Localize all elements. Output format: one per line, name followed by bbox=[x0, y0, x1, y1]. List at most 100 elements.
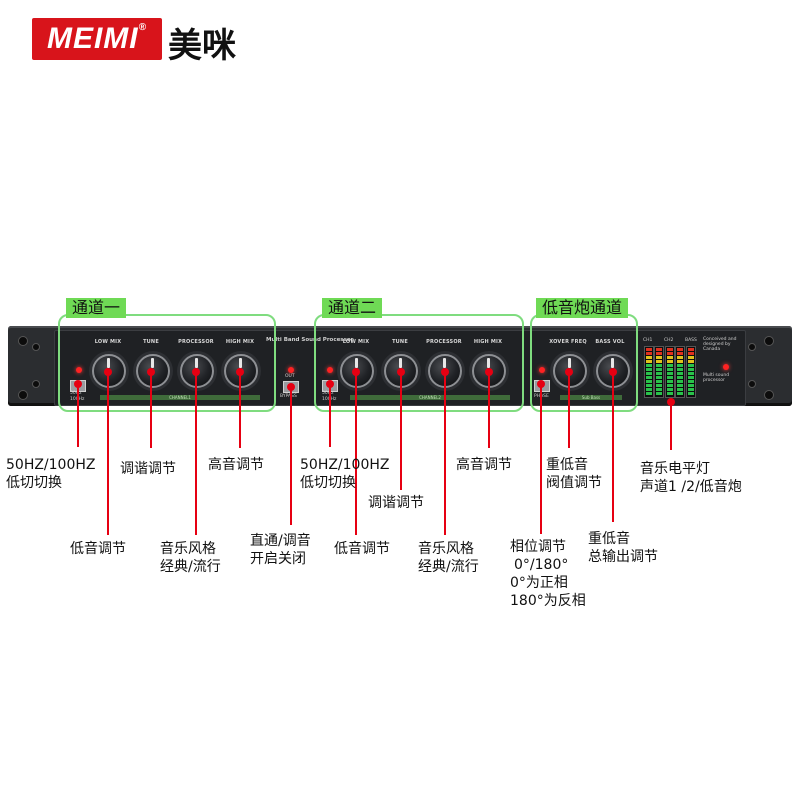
meter-segment bbox=[688, 392, 694, 395]
meter-segment bbox=[688, 368, 694, 371]
meter-segment bbox=[656, 372, 662, 375]
section-channel2-tag: 通道二 bbox=[322, 298, 383, 318]
callout-dot bbox=[667, 398, 675, 406]
meter-segment bbox=[667, 348, 673, 351]
side-label: Multi sound processor bbox=[703, 373, 730, 383]
callout-dot bbox=[565, 368, 573, 376]
callout-line bbox=[400, 370, 402, 490]
rack-screw-hole bbox=[764, 390, 774, 400]
meter-segment bbox=[646, 352, 652, 355]
power-led bbox=[723, 364, 729, 370]
meter-segment bbox=[677, 380, 683, 383]
section-channel1-tag: 通道一 bbox=[66, 298, 127, 318]
meter-segment bbox=[688, 372, 694, 375]
meter-segment bbox=[646, 388, 652, 391]
meter-segment bbox=[646, 392, 652, 395]
callout-tune-1: 调谐调节 bbox=[120, 461, 176, 477]
knob-label: LOW MIX bbox=[94, 339, 122, 345]
callout-dot bbox=[537, 380, 545, 388]
channel2-low-mix-knob[interactable] bbox=[340, 354, 374, 388]
callout-dot bbox=[485, 368, 493, 376]
channel1-strip: CHANNEL1 bbox=[100, 395, 260, 400]
callout-dot bbox=[104, 368, 112, 376]
meter-segment bbox=[656, 364, 662, 367]
meter-segment bbox=[688, 348, 694, 351]
callout-dot bbox=[236, 368, 244, 376]
meter-segment bbox=[646, 372, 652, 375]
bypass-label: BYPASS bbox=[280, 394, 297, 399]
meter-segment bbox=[688, 380, 694, 383]
conceived-text: Conceived and designed by Canada bbox=[703, 337, 737, 352]
knob-label: XOVER FREQ bbox=[549, 339, 587, 345]
callout-dot bbox=[326, 380, 334, 388]
callout-dot bbox=[192, 368, 200, 376]
meter-segment bbox=[677, 352, 683, 355]
knob-label: HIGH MIX bbox=[473, 339, 503, 345]
meter-segment bbox=[677, 368, 683, 371]
channel1-switch-label-50: 50Hz bbox=[70, 391, 82, 396]
knob-label: PROCESSOR bbox=[426, 339, 462, 345]
meter-label-ch2: CH2 bbox=[664, 338, 674, 343]
callout-tune-2: 调谐调节 bbox=[368, 495, 424, 511]
knob-label: PROCESSOR bbox=[178, 339, 214, 345]
meter-segment bbox=[656, 388, 662, 391]
meter-segment bbox=[667, 364, 673, 367]
meter-segment bbox=[667, 392, 673, 395]
callout-line bbox=[107, 370, 109, 535]
channel2-strip: CHANNEL2 bbox=[350, 395, 510, 400]
callout-dot bbox=[441, 368, 449, 376]
callout-dot bbox=[287, 383, 295, 391]
callout-low-mix-1: 低音调节 bbox=[70, 541, 126, 557]
meter-segment bbox=[677, 372, 683, 375]
meter-segment bbox=[656, 376, 662, 379]
meter-segment bbox=[677, 348, 683, 351]
meter-segment bbox=[656, 356, 662, 359]
bypass-out-label: OUT bbox=[285, 374, 295, 379]
callout-line bbox=[488, 370, 490, 448]
knob-label: LOW MIX bbox=[342, 339, 370, 345]
meter-segment bbox=[656, 384, 662, 387]
meter-segment bbox=[667, 356, 673, 359]
meter-segment bbox=[677, 388, 683, 391]
meter-segment bbox=[646, 356, 652, 359]
rack-screw-hole bbox=[764, 336, 774, 346]
callout-line bbox=[568, 370, 570, 448]
level-meter-bass bbox=[686, 346, 696, 398]
meter-segment bbox=[677, 392, 683, 395]
callout-line bbox=[612, 370, 614, 522]
knob-label: TUNE bbox=[392, 339, 408, 345]
meter-segment bbox=[688, 360, 694, 363]
rack-screw bbox=[748, 380, 756, 388]
callout-line bbox=[670, 400, 672, 450]
callout-line bbox=[195, 370, 197, 535]
meter-segment bbox=[677, 360, 683, 363]
meter-segment bbox=[646, 360, 652, 363]
meter-segment bbox=[656, 352, 662, 355]
channel2-led bbox=[327, 367, 333, 373]
meter-segment bbox=[688, 356, 694, 359]
rack-screw bbox=[32, 343, 40, 351]
level-meter-ch1 bbox=[644, 346, 654, 398]
section-bass-outline bbox=[530, 314, 638, 412]
meter-label-bass: BASS bbox=[685, 338, 697, 343]
meter-segment bbox=[667, 360, 673, 363]
meter-segment bbox=[688, 384, 694, 387]
bass-led bbox=[539, 367, 545, 373]
callout-line bbox=[355, 370, 357, 535]
meter-segment bbox=[667, 380, 673, 383]
meter-segment bbox=[646, 376, 652, 379]
callout-high-mix-1: 高音调节 bbox=[208, 457, 264, 473]
channel2-switch-label-50: 50Hz bbox=[322, 391, 334, 396]
level-meter-ch2 bbox=[665, 346, 675, 398]
bypass-led bbox=[288, 367, 294, 373]
bass-strip: Sub Bass bbox=[560, 395, 622, 400]
callout-line bbox=[540, 382, 542, 534]
callout-processor-2: 音乐风格经典/流行 bbox=[418, 541, 479, 575]
callout-high-mix-2: 高音调节 bbox=[456, 457, 512, 473]
meter-segment bbox=[656, 392, 662, 395]
callout-xover: 重低音阀值调节 bbox=[546, 457, 602, 491]
brand-chinese-name: 美咪 bbox=[168, 26, 236, 66]
